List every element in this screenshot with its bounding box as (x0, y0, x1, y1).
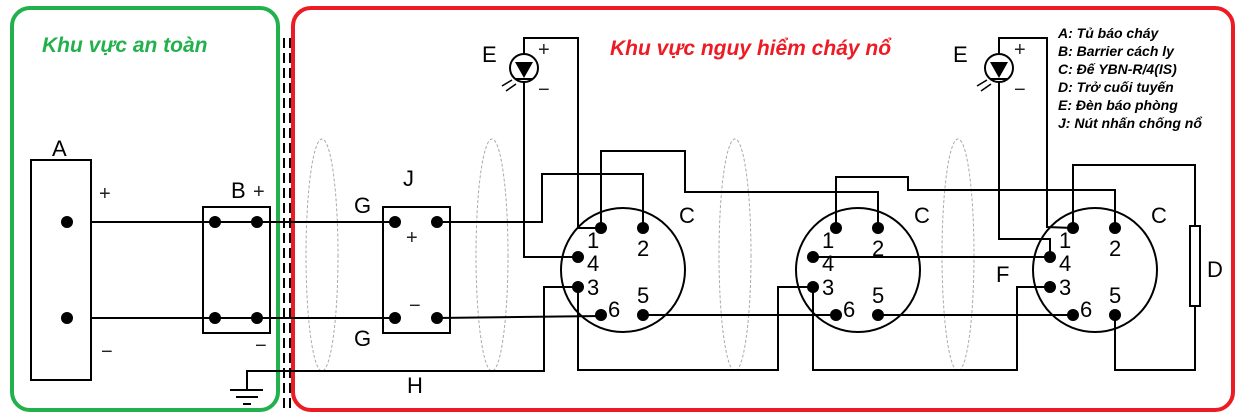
base-pin (637, 222, 649, 234)
label-f: F (996, 262, 1009, 287)
plus-sign: + (253, 181, 265, 203)
pin-number: 6 (608, 297, 620, 322)
plus-sign: + (406, 227, 418, 249)
hazard-zone-title: Khu vực nguy hiểm cháy nổ (610, 37, 892, 60)
minus-sign: − (1014, 79, 1026, 101)
room-indicator-led-icon (976, 53, 1014, 92)
pin-number: 4 (822, 251, 834, 276)
pin-number: 2 (1109, 236, 1121, 261)
pin-number: 1 (1059, 228, 1071, 253)
end-of-line-resistor-d (1189, 225, 1201, 307)
label-d: D (1207, 257, 1223, 282)
base-pin (595, 222, 607, 234)
fire-panel-a (30, 159, 92, 381)
base-pin (830, 309, 842, 321)
legend-item: E: Đèn báo phòng (1058, 97, 1178, 113)
legend: A: Tủ báo cháy B: Barrier cách ly C: Đế … (1057, 25, 1202, 131)
terminal (61, 216, 73, 228)
pin-number: 1 (822, 228, 834, 253)
explosion-proof-button-j (382, 206, 451, 334)
legend-item: A: Tủ báo cháy (1057, 25, 1160, 41)
cable-shield (475, 138, 509, 372)
pin-number: 2 (637, 236, 649, 261)
barrier-b (202, 206, 271, 334)
plus-sign: + (538, 39, 550, 61)
minus-sign: − (538, 79, 550, 101)
cable-shield (718, 138, 752, 372)
minus-sign: − (255, 335, 267, 357)
base-outline (560, 207, 686, 333)
pin-number: 5 (1109, 283, 1121, 308)
base-pin (1044, 281, 1056, 293)
minus-sign: − (101, 341, 113, 363)
safe-zone-title: Khu vực an toàn (42, 34, 208, 57)
plus-sign: + (1014, 39, 1026, 61)
label-h: H (407, 373, 423, 398)
pin-number: 3 (587, 275, 599, 300)
pin-number: 4 (587, 251, 599, 276)
pin-number: 6 (843, 297, 855, 322)
base-pin (807, 281, 819, 293)
label-c: C (1151, 203, 1167, 228)
label-j: J (403, 166, 414, 191)
base-pin (572, 281, 584, 293)
pin-number: 4 (1059, 251, 1071, 276)
base-pin (572, 251, 584, 263)
base-pin (1044, 251, 1056, 263)
pin-number: 2 (872, 236, 884, 261)
label-g: G (354, 193, 371, 218)
label-b: B (231, 178, 246, 203)
pin-number: 3 (822, 275, 834, 300)
minus-sign: − (409, 295, 421, 317)
base-pin (637, 309, 649, 321)
legend-item: J: Nút nhấn chống nổ (1058, 115, 1202, 131)
label-c: C (914, 203, 930, 228)
base-pin (830, 222, 842, 234)
pin-number: 1 (587, 228, 599, 253)
base-pin (595, 309, 607, 321)
ground-icon (230, 389, 263, 405)
label-c: C (679, 203, 695, 228)
base-outline (795, 207, 921, 333)
plus-sign: + (99, 183, 111, 205)
base-outline (1032, 207, 1158, 333)
safe-zone-border (10, 6, 280, 412)
terminal (61, 312, 73, 324)
label-a: A (52, 136, 67, 161)
cable-shield (305, 138, 339, 372)
base-pin (1109, 222, 1121, 234)
legend-item: C: Đế YBN-R/4(IS) (1058, 61, 1177, 77)
label-e: E (953, 42, 968, 67)
pin-number: 5 (872, 283, 884, 308)
legend-item: D: Trở cuối tuyến (1058, 79, 1174, 95)
pin-number: 3 (1059, 275, 1071, 300)
legend-item: B: Barrier cách ly (1058, 43, 1175, 59)
room-indicator-led-icon (501, 53, 539, 92)
base-pin (872, 309, 884, 321)
base-pin (872, 222, 884, 234)
pin-number: 5 (637, 283, 649, 308)
hazard-zone-border (291, 6, 1235, 412)
base-pin (807, 251, 819, 263)
base-pin (1109, 309, 1121, 321)
wires (67, 37, 1196, 390)
label-g: G (354, 326, 371, 351)
base-pin (1067, 222, 1079, 234)
base-pin (1067, 309, 1079, 321)
cable-shield (941, 138, 975, 372)
label-e: E (482, 42, 497, 67)
pin-number: 6 (1080, 297, 1092, 322)
